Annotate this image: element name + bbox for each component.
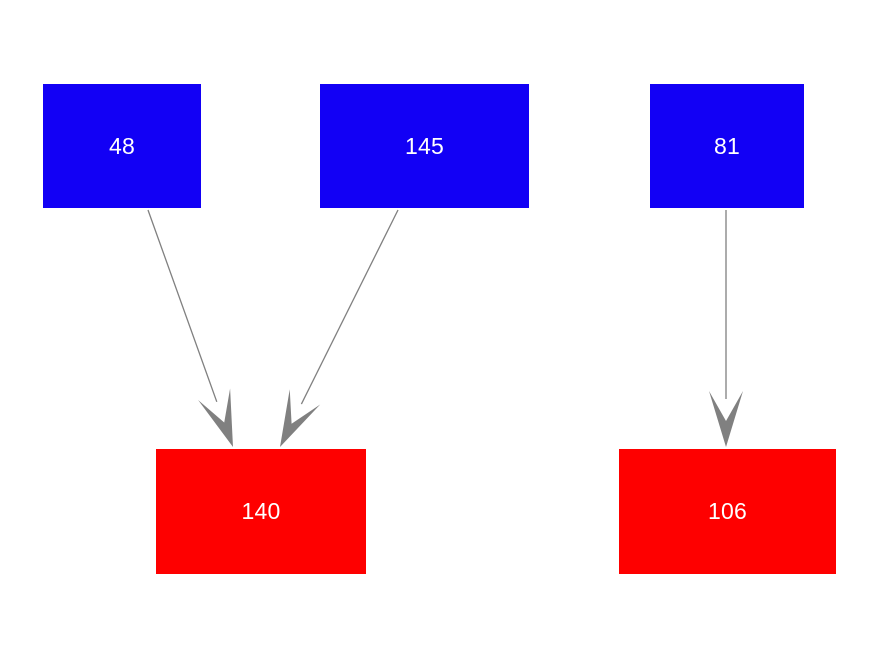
graph-node-106[interactable]: 106 (619, 449, 836, 574)
edge-line (147, 209, 218, 403)
node-label: 106 (708, 498, 747, 524)
graph-node-145[interactable]: 145 (320, 84, 529, 208)
edge-arrowhead (198, 388, 233, 447)
node-label: 140 (241, 498, 281, 524)
node-label: 48 (109, 132, 135, 159)
graph-node-140[interactable]: 140 (156, 449, 366, 574)
edge-arrowhead (280, 389, 321, 447)
edge-line (300, 209, 399, 405)
node-label: 145 (405, 132, 444, 159)
graph-node-48[interactable]: 48 (43, 84, 201, 208)
graph-node-81[interactable]: 81 (650, 84, 804, 208)
edge-arrowhead (709, 391, 743, 447)
node-label: 81 (714, 132, 740, 159)
